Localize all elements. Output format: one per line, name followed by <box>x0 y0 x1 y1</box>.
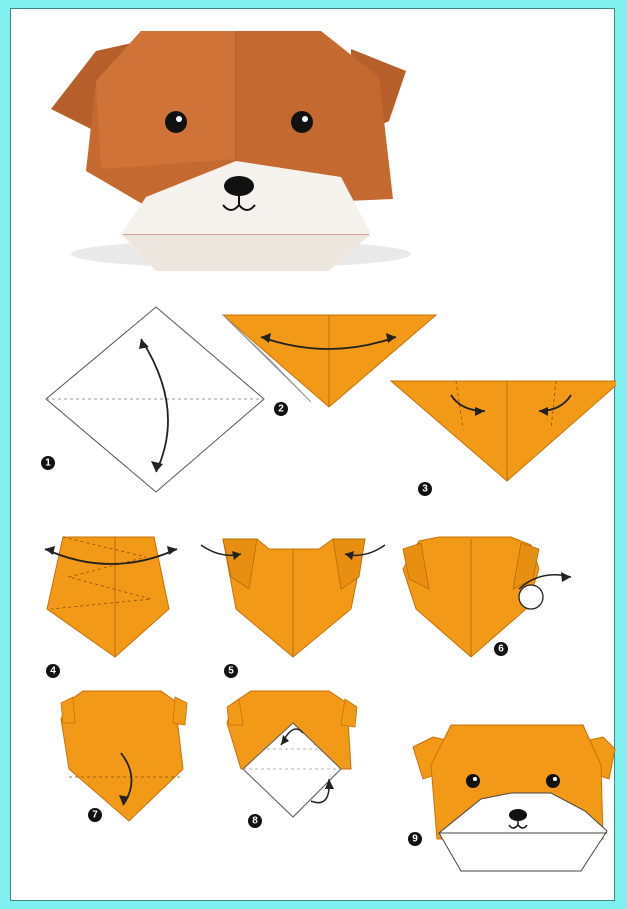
step-number-1: 1 <box>41 456 55 470</box>
step-6-diagram <box>403 537 571 657</box>
svg-text:1: 1 <box>45 458 51 469</box>
svg-text:3: 3 <box>422 484 428 495</box>
photo-nose <box>224 176 254 196</box>
photo-right-eye <box>291 111 313 133</box>
step-7-diagram <box>61 691 187 821</box>
svg-text:6: 6 <box>498 644 504 655</box>
step-number-4: 4 <box>46 664 60 678</box>
step-number-6: 6 <box>494 642 508 656</box>
step-4-diagram <box>45 537 177 657</box>
step-number-5: 5 <box>224 664 238 678</box>
step-9-diagram <box>413 725 615 871</box>
step-number-7: 7 <box>88 808 102 822</box>
svg-text:7: 7 <box>92 810 98 821</box>
step-number-9: 9 <box>408 832 422 846</box>
step-1-diagram <box>46 307 264 492</box>
step-number-3: 3 <box>418 482 432 496</box>
svg-text:4: 4 <box>50 666 56 677</box>
finished-photo <box>51 31 411 271</box>
photo-left-eye <box>165 111 187 133</box>
step-3-diagram <box>391 381 616 481</box>
step-number-8: 8 <box>248 814 262 828</box>
step-5-diagram <box>201 539 385 657</box>
svg-text:5: 5 <box>228 666 234 677</box>
svg-text:9: 9 <box>412 834 418 845</box>
origami-diagram: 1 2 3 4 5 6 7 8 9 <box>11 9 616 902</box>
step-number-2: 2 <box>274 402 288 416</box>
svg-text:2: 2 <box>278 404 284 415</box>
instruction-sheet: 1 2 3 4 5 6 7 8 9 <box>10 8 615 901</box>
svg-text:8: 8 <box>252 816 258 827</box>
step-8-diagram <box>227 691 357 817</box>
